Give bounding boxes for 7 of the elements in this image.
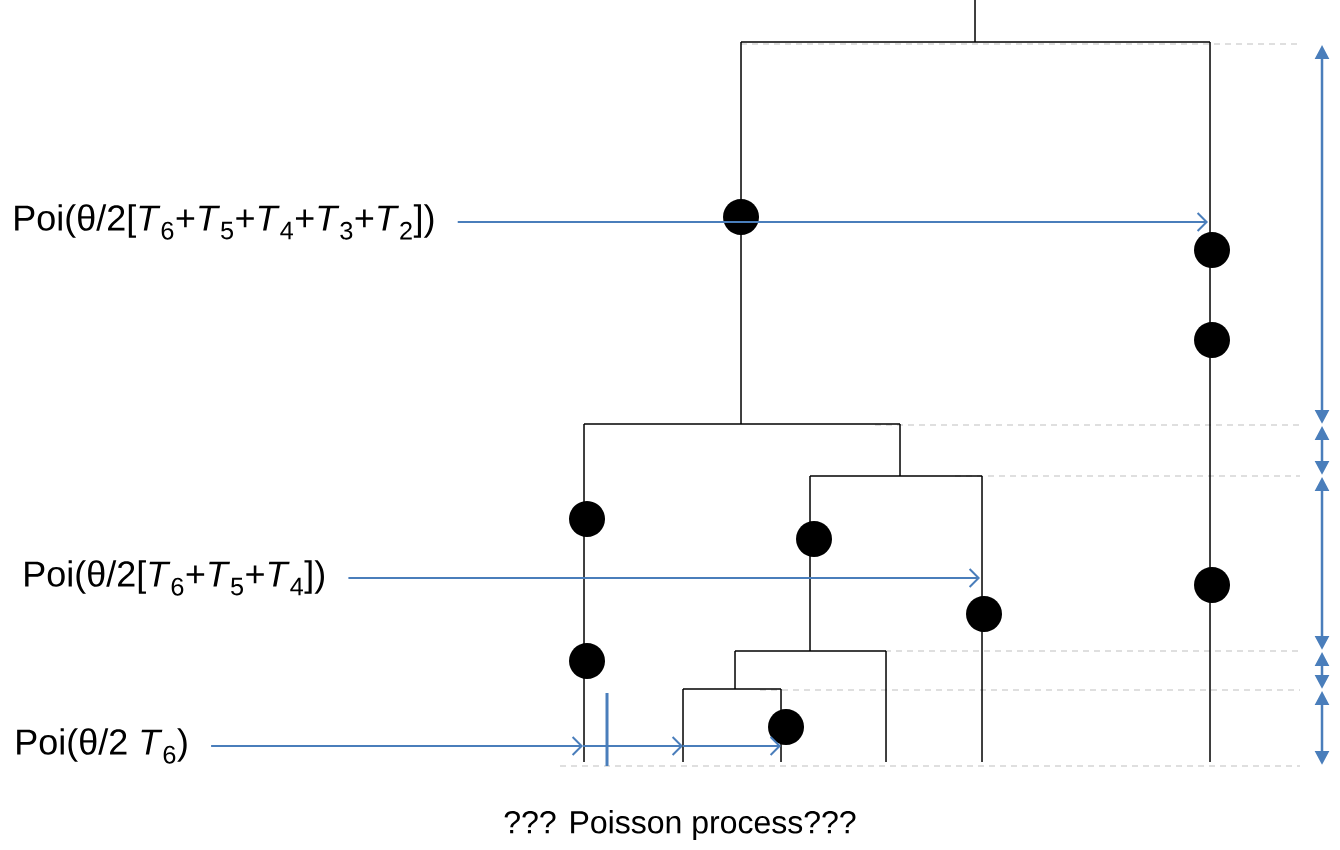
formula-label: Poi(θ/2[T$_{6}$+T$_{5}$+T$_{4}$+T$_{3}$+T$_{2}$]) — [15, 204, 434, 240]
arrow — [210, 736, 583, 756]
formula-label: Poi(θ/2[T$_{6}$+T$_{5}$+T$_{4}$]) — [25, 560, 324, 596]
arrow — [456, 212, 1208, 232]
formula-label: Poi(θ/2 T$_{6}$) — [17, 728, 187, 764]
arrow — [347, 568, 980, 588]
caption: ??? Poisson process??? — [504, 810, 856, 840]
